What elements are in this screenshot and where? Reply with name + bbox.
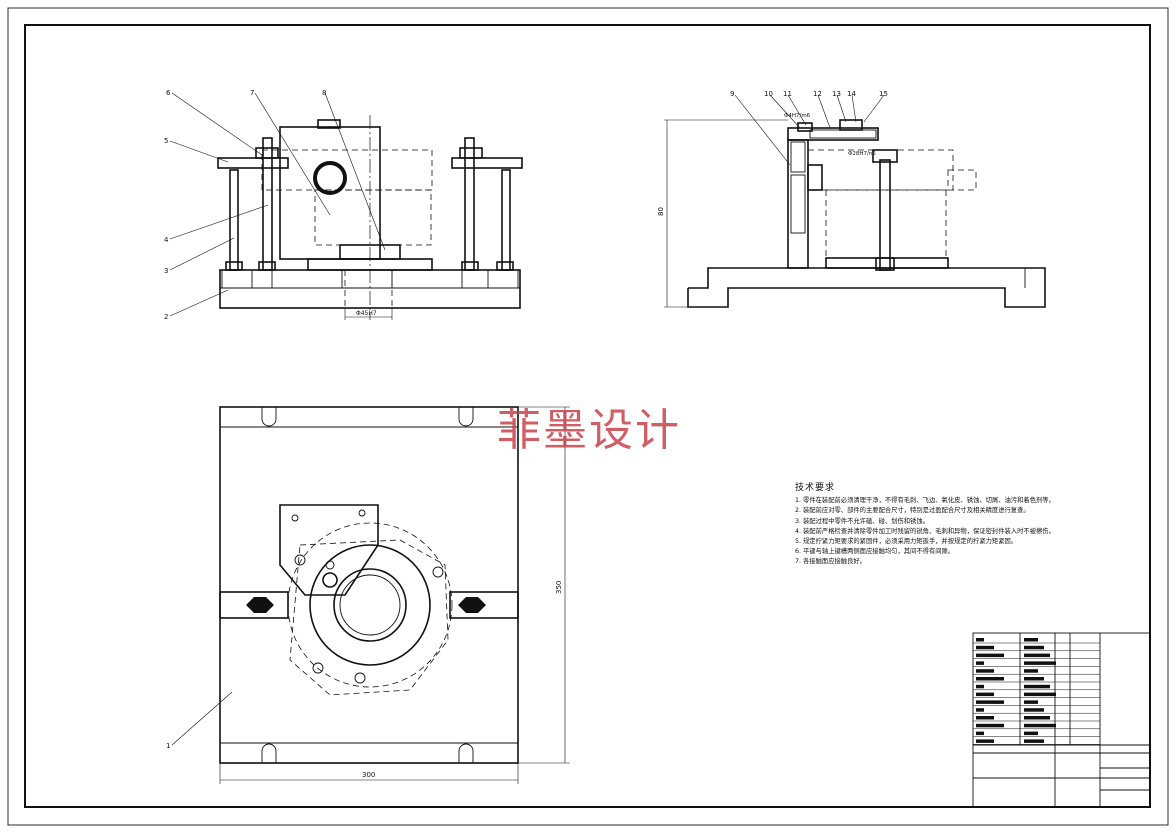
- title-block-cell-fill: [976, 739, 994, 743]
- balloon-4: 4: [164, 236, 169, 244]
- tech-req-item: 3. 装配过程中零件不允许磕、碰、划伤和锈蚀。: [795, 517, 929, 525]
- title-block-cell-fill: [1024, 661, 1056, 665]
- side-view: 80 Φ4H7/m6 Φ28H7/n6: [657, 94, 1046, 308]
- title-block-cell-fill: [976, 661, 984, 665]
- watermark-text: 菲墨设计: [497, 405, 681, 456]
- title-block-cell-fill: [976, 684, 984, 689]
- outer-border: [7, 7, 1169, 826]
- technical-requirements: 技术要求 1. 零件在装配前必须清理干净，不得有毛刺、飞边、氧化皮、锈蚀、切屑、…: [795, 483, 1135, 568]
- title-block-cell-fill: [1024, 684, 1050, 689]
- title-block-cell-fill: [976, 638, 984, 642]
- top-height-dim: 350: [555, 581, 563, 594]
- balloon-10: 10: [764, 90, 773, 98]
- tech-req-item: 2. 装配前应对零、部件的主要配合尺寸，特别是过盈配合尺寸及相关精度进行复查。: [795, 507, 1030, 515]
- balloon-15: 15: [879, 90, 888, 98]
- title-block-cell-fill: [976, 723, 1004, 728]
- side-fit-mid: Φ28H7/n6: [848, 151, 876, 157]
- tech-req-item: 4. 装配前严格检查并清除零件加工时残留的锐角、毛刺和异物，保证密封件装入时不被…: [795, 527, 1055, 535]
- title-block-cell-fill: [1024, 700, 1038, 704]
- front-view: Φ45H7: [169, 92, 523, 320]
- title-block-cell-fill: [976, 692, 994, 697]
- title-block-cell-fill: [1024, 723, 1056, 728]
- top-view: 300 350 1: [166, 406, 570, 784]
- side-fit-top: Φ4H7/m6: [784, 113, 811, 119]
- title-block-cell-fill: [1024, 739, 1044, 743]
- title-block-cell-fill: [1024, 677, 1044, 681]
- title-block-cell-fill: [976, 645, 994, 650]
- title-block-cell-fill: [976, 708, 984, 712]
- title-block-cell-fill: [976, 653, 1004, 658]
- balloon-13: 13: [832, 90, 841, 98]
- tech-req-item: 7. 各接触面应接触良好。: [795, 558, 866, 566]
- inner-border: [24, 24, 1151, 808]
- title-block: [972, 632, 1151, 808]
- balloon-1: 1: [166, 742, 170, 750]
- title-block-cell-fill: [1024, 638, 1038, 642]
- title-block-cell-fill: [976, 716, 994, 720]
- balloon-6: 6: [166, 89, 171, 97]
- front-fit-label: Φ45H7: [356, 310, 377, 317]
- balloon-2: 2: [164, 313, 168, 321]
- balloon-14: 14: [847, 90, 856, 98]
- tech-req-item: 6. 平键与轴上键槽两侧面应接触均匀，其间不得有间隙。: [795, 548, 955, 556]
- title-block-cell-fill: [1024, 692, 1056, 697]
- title-block-cell-fill: [976, 677, 1004, 681]
- title-block-cell-fill: [1024, 716, 1050, 720]
- side-height-dim: 80: [657, 207, 665, 216]
- tech-req-item: 1. 零件在装配前必须清理干净，不得有毛刺、飞边、氧化皮、锈蚀、切屑、油污和着色…: [795, 497, 1055, 505]
- side-view-leaders: [734, 94, 885, 166]
- balloon-7: 7: [250, 89, 254, 97]
- title-block-cell-fill: [976, 731, 984, 736]
- balloon-5: 5: [164, 137, 168, 145]
- front-view-leaders: [169, 92, 386, 317]
- title-block-cell-fill: [1024, 669, 1038, 673]
- side-balloons: 9 10 11 12 13 14 15: [730, 90, 888, 98]
- balloon-12: 12: [813, 90, 822, 98]
- balloon-3: 3: [164, 267, 168, 275]
- balloon-9: 9: [730, 90, 734, 98]
- tech-req-item: 5. 规定拧紧力矩要求的紧固件，必须采用力矩扳手，并按规定的拧紧力矩紧固。: [795, 538, 1018, 546]
- front-balloons: 6 7 8 5 4 3 2: [164, 89, 326, 321]
- tech-req-title: 技术要求: [795, 483, 836, 493]
- title-block-cell-fill: [1024, 645, 1044, 650]
- title-block-cell-fill: [1024, 653, 1050, 658]
- balloon-8: 8: [322, 89, 326, 97]
- title-block-cell-fill: [976, 669, 994, 673]
- balloon-11: 11: [783, 90, 792, 98]
- title-block-cell-fill: [1024, 731, 1038, 736]
- top-width-dim: 300: [362, 771, 375, 779]
- title-block-cell-fill: [1024, 708, 1044, 712]
- title-block-cell-fill: [976, 700, 1004, 704]
